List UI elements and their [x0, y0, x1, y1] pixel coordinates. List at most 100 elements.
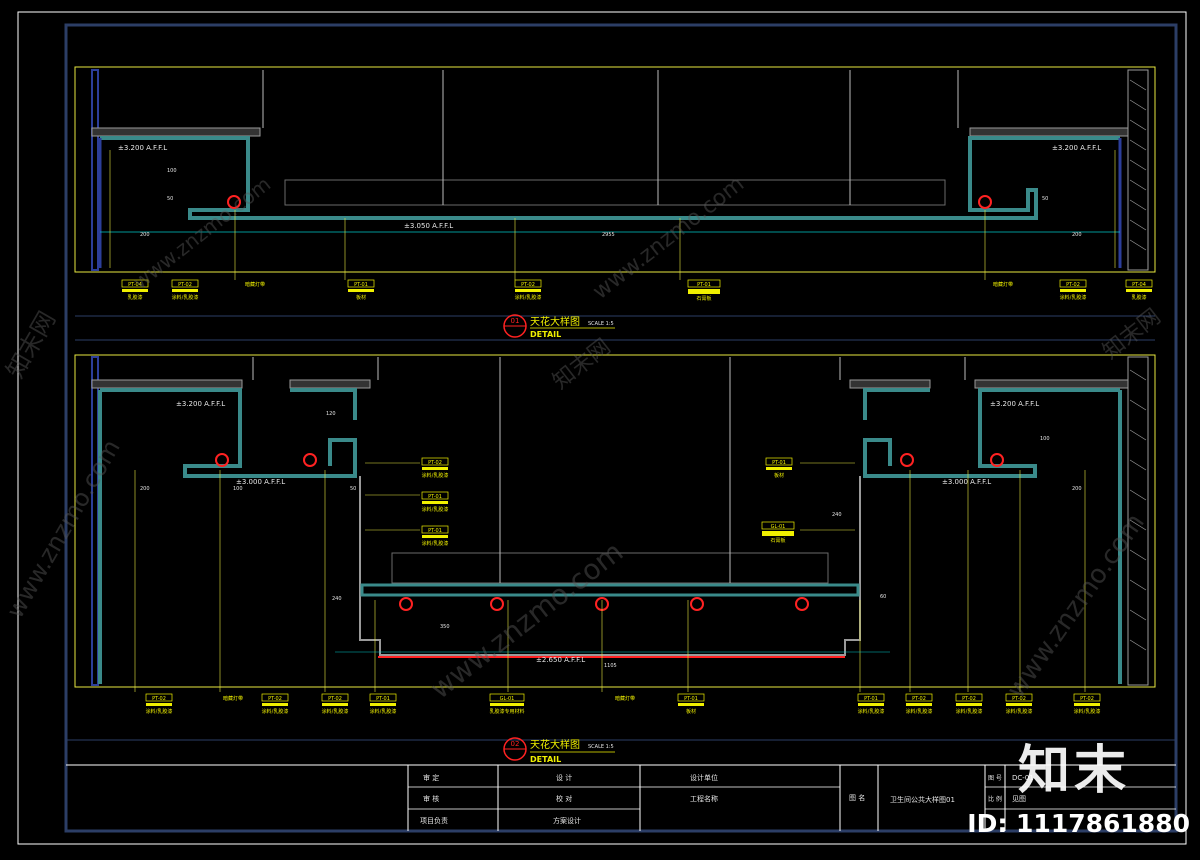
material-tag: PT-02 涂料/乳胶漆	[514, 279, 542, 301]
dim: 50	[167, 196, 173, 202]
watermark: www.znzmo.com	[588, 171, 749, 304]
material-tag: PT-02 涂料/乳胶漆	[145, 693, 173, 715]
svg-text:涂料/乳胶漆: 涂料/乳胶漆	[422, 506, 449, 513]
svg-text:涂料/乳胶漆: 涂料/乳胶漆	[956, 708, 983, 715]
dim: 50	[1042, 196, 1048, 202]
led-fixture	[978, 195, 992, 209]
dim: 200	[1072, 486, 1082, 492]
dim: 50	[350, 486, 356, 492]
svg-text:涂料/乳胶漆: 涂料/乳胶漆	[262, 708, 289, 715]
svg-text:涂料/乳胶漆: 涂料/乳胶漆	[146, 708, 173, 715]
material-tag: PT-01 涂料/乳胶漆	[857, 693, 885, 715]
svg-text:PT-04: PT-04	[128, 282, 142, 288]
svg-text:涂料/乳胶漆: 涂料/乳胶漆	[422, 540, 449, 547]
watermark: www.znzmo.com	[424, 535, 629, 706]
svg-text:涂料/乳胶漆: 涂料/乳胶漆	[515, 294, 542, 301]
material-tag: GL-01 石膏板	[761, 521, 795, 544]
material-tag: PT-01 板材	[677, 693, 705, 715]
svg-text:乳胶漆: 乳胶漆	[127, 294, 142, 301]
svg-text:涂料/乳胶漆: 涂料/乳胶漆	[858, 708, 885, 715]
material-tag: PT-01 涂料/乳胶漆	[421, 491, 449, 513]
right-ledge	[969, 127, 1129, 137]
level-mid: ±3.050 A.F.F.L	[404, 222, 453, 230]
tb-label: 设计单位	[690, 773, 718, 782]
drawing-name: 卫生间公共大样图01	[890, 795, 955, 804]
svg-text:涂料/乳胶漆: 涂料/乳胶漆	[370, 708, 397, 715]
detail-2-title: 天花大样图	[530, 738, 580, 751]
svg-text:PT-01: PT-01	[428, 494, 442, 500]
material-tag: PT-04 乳胶漆	[1125, 279, 1153, 301]
dim: 100	[167, 168, 177, 174]
material-tag: PT-01 板材	[765, 457, 793, 479]
detail-1-tags: PT-04 乳胶漆 PT-02 涂料/乳胶漆 暗藏灯带 PT-01 板材	[121, 279, 1153, 302]
detail-1-subtitle: DETAIL	[530, 330, 561, 339]
level-label: ±3.000 A.F.F.L	[236, 478, 285, 486]
dim: 1105	[604, 663, 617, 669]
dim: 200	[140, 486, 150, 492]
svg-text:涂料/乳胶漆: 涂料/乳胶漆	[172, 294, 199, 301]
material-tag: PT-01 涂料/乳胶漆	[369, 693, 397, 715]
svg-text:板材: 板材	[686, 708, 696, 715]
right-wall	[1127, 69, 1149, 271]
svg-text:PT-01: PT-01	[864, 696, 878, 702]
tb-label: 工程名称	[690, 794, 718, 803]
material-tag: PT-02 涂料/乳胶漆	[421, 457, 449, 479]
tb-label: 审 核	[423, 794, 439, 803]
dim: 350	[440, 624, 450, 630]
material-tag: PT-02 涂料/乳胶漆	[321, 693, 349, 715]
material-tag: PT-02 涂料/乳胶漆	[261, 693, 289, 715]
detail-2-viewport	[74, 354, 1156, 688]
dim: 240	[332, 596, 342, 602]
material-tag: PT-02 涂料/乳胶漆	[1059, 279, 1087, 301]
watermark: www.znzmo.com	[128, 172, 275, 294]
svg-text:PT-01: PT-01	[428, 528, 442, 534]
svg-text:涂料/乳胶漆: 涂料/乳胶漆	[1060, 294, 1087, 301]
sheet-number: DC-01	[1012, 774, 1034, 782]
level-right: ±3.200 A.F.F.L	[1052, 144, 1101, 152]
led-fixture	[990, 453, 1004, 467]
svg-text:GL-01: GL-01	[500, 696, 515, 702]
detail-2-badge-num: 02	[511, 740, 520, 748]
dim: 200	[1072, 232, 1082, 238]
led-fixture	[227, 195, 241, 209]
svg-text:暗藏灯带: 暗藏灯带	[245, 281, 265, 288]
svg-text:PT-02: PT-02	[1080, 696, 1094, 702]
svg-text:PT-04: PT-04	[1132, 282, 1146, 288]
sheet-outer-border	[17, 11, 1187, 845]
svg-text:PT-02: PT-02	[962, 696, 976, 702]
id-badge: ID: 1117861880	[967, 809, 1190, 838]
svg-text:PT-02: PT-02	[428, 460, 442, 466]
svg-text:PT-02: PT-02	[328, 696, 342, 702]
svg-text:PT-01: PT-01	[684, 696, 698, 702]
tb-label: 审 定	[423, 773, 439, 782]
detail-2-section: ±3.200 A.F.F.L ±3.200 A.F.F.L ±3.000 A.F…	[66, 354, 1176, 764]
svg-text:暗藏灯带: 暗藏灯带	[615, 695, 635, 702]
svg-text:乳胶漆专用材料: 乳胶漆专用材料	[489, 708, 524, 715]
led-fixture	[900, 453, 914, 467]
dim: 240	[832, 512, 842, 518]
material-tag: GL-01 乳胶漆专用材料	[489, 693, 525, 715]
dim: 200	[140, 232, 150, 238]
svg-text:PT-02: PT-02	[268, 696, 282, 702]
material-tag: 暗藏灯带	[245, 281, 265, 288]
led-fixture	[303, 453, 317, 467]
level-label: ±2.650 A.F.F.L	[536, 656, 585, 664]
svg-text:板材: 板材	[356, 294, 366, 301]
dim: 100	[233, 486, 243, 492]
svg-text:PT-01: PT-01	[376, 696, 390, 702]
detail-1-title: 天花大样图	[530, 315, 580, 328]
material-tag: PT-04 乳胶漆	[121, 279, 149, 301]
ceiling-box	[284, 179, 946, 206]
svg-text:PT-02: PT-02	[912, 696, 926, 702]
tb-label: 校 对	[556, 794, 572, 803]
level-label: ±3.000 A.F.F.L	[942, 478, 991, 486]
svg-text:涂料/乳胶漆: 涂料/乳胶漆	[1074, 708, 1101, 715]
scale-value: 见图	[1012, 795, 1026, 803]
dim: 120	[326, 411, 336, 417]
led-fixture	[215, 453, 229, 467]
svg-text:PT-02: PT-02	[521, 282, 535, 288]
svg-text:PT-02: PT-02	[1066, 282, 1080, 288]
detail-2-scale: SCALE 1:5	[588, 744, 614, 750]
dim: 60	[880, 594, 886, 600]
